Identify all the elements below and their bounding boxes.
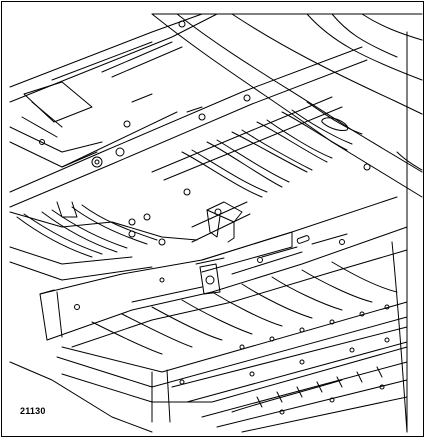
hanging-bracket <box>195 257 225 295</box>
ribbed-floor-panel-lower <box>71 233 408 355</box>
ribbed-floor-panel-left <box>9 201 198 281</box>
main-cross-member <box>9 46 368 208</box>
lower-cross-member <box>39 196 408 341</box>
figure-reference-number: 21130 <box>20 406 46 416</box>
ribbed-floor-panel-upper <box>143 96 363 221</box>
centre-bracket <box>191 201 251 243</box>
upper-side-member <box>151 13 423 433</box>
bottom-rails <box>9 301 408 433</box>
upper-cross-panel <box>9 13 218 168</box>
